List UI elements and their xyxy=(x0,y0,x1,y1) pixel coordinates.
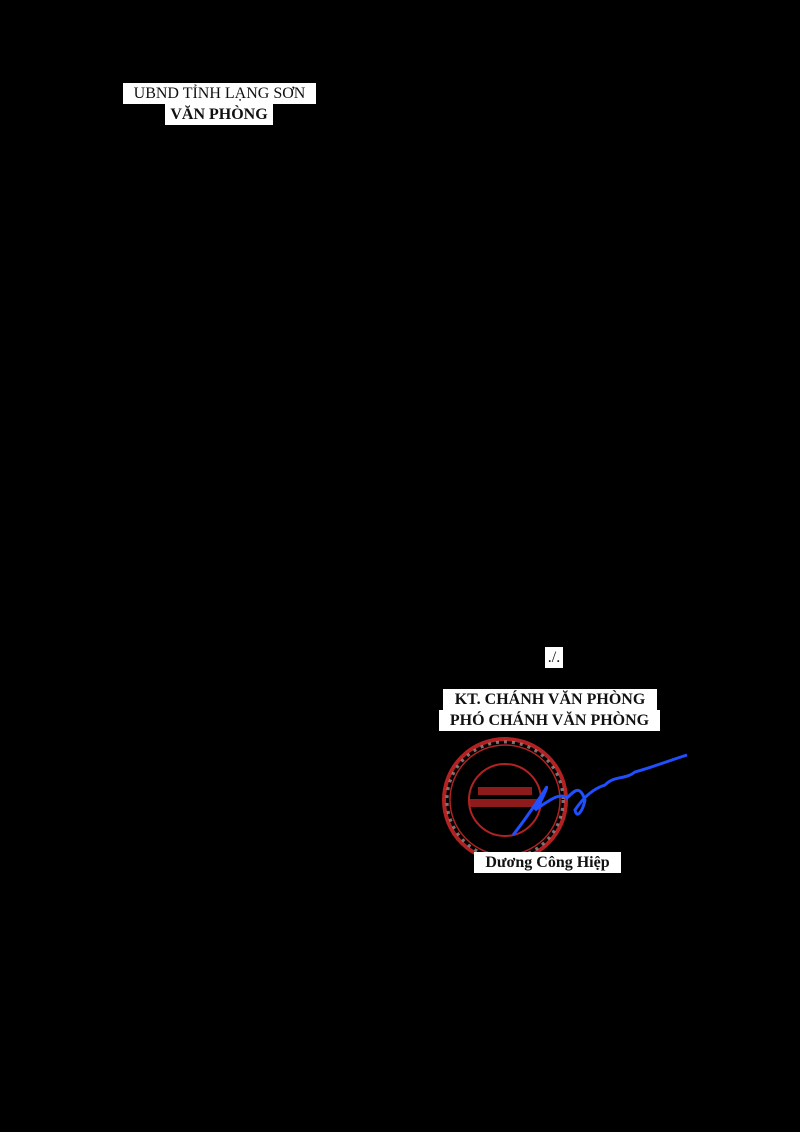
signer-title-line2: PHÓ CHÁNH VĂN PHÒNG xyxy=(439,710,660,731)
signer-name: Dương Công Hiệp xyxy=(474,852,621,873)
closing-mark: ./. xyxy=(545,647,563,668)
issuing-office: VĂN PHÒNG xyxy=(165,104,273,125)
signature-icon xyxy=(511,753,688,836)
header-underline xyxy=(194,124,255,125)
signer-title-line1: KT. CHÁNH VĂN PHÒNG xyxy=(443,689,657,710)
issuing-authority: UBND TỈNH LẠNG SƠN xyxy=(123,83,316,104)
